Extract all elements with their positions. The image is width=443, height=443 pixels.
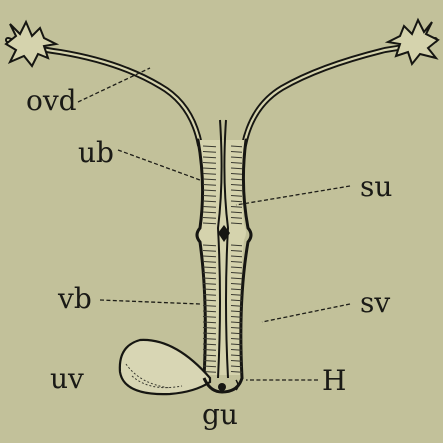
label-uv: uv <box>50 362 84 395</box>
label-ovd: ovd <box>26 84 77 117</box>
label-vb: vb <box>57 282 92 315</box>
label-su: su <box>360 170 392 203</box>
label-sv: sv <box>360 286 390 319</box>
label-H: H <box>322 364 346 397</box>
label-gu: gu <box>202 398 238 431</box>
label-ub: ub <box>78 136 114 169</box>
